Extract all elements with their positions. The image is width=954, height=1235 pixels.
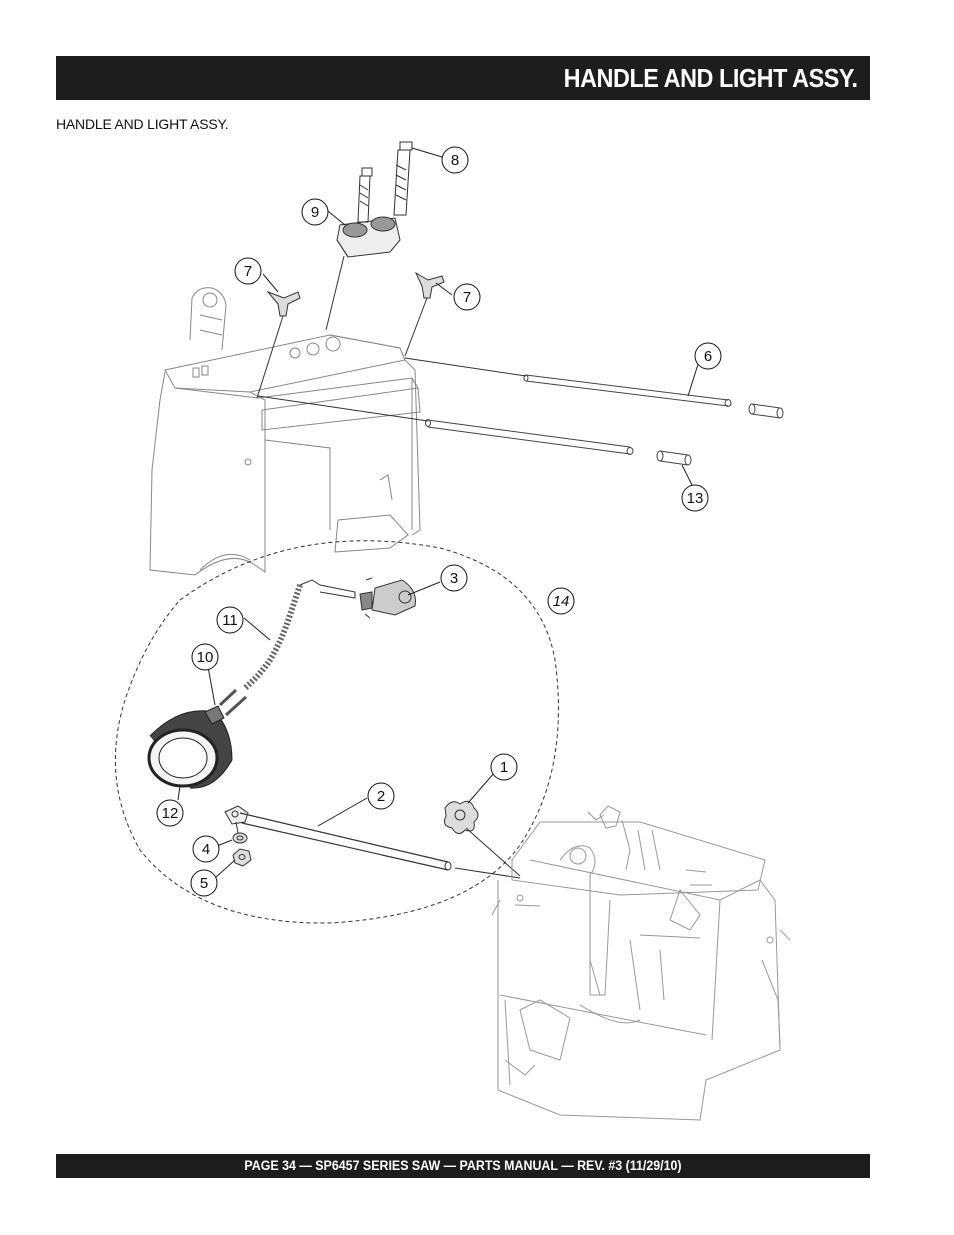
callout-circles [156, 146, 722, 897]
callout-circle-3 [440, 564, 468, 592]
handle-bar [224, 805, 452, 871]
callout-circle-8 [441, 146, 469, 174]
callout-circle-1 [490, 753, 518, 781]
coiled-cord [218, 577, 416, 717]
callout-circle-6 [694, 342, 722, 370]
callout-circle-7b [453, 283, 481, 311]
callout-6: 6 [704, 348, 712, 365]
callout-circle-9 [301, 198, 329, 226]
callout-7b: 7 [463, 289, 471, 306]
callout-circle-2 [367, 782, 395, 810]
section-subtitle: HANDLE AND LIGHT ASSY. [56, 116, 229, 132]
handle-rods [257, 357, 784, 466]
star-knob [444, 800, 521, 879]
callout-4: 4 [202, 841, 210, 858]
callout-1: 1 [500, 759, 508, 776]
page-header-bar: HANDLE AND LIGHT ASSY. [56, 56, 870, 100]
callout-7a: 7 [244, 263, 252, 280]
callout-circle-11 [216, 606, 244, 634]
callout-2: 2 [377, 788, 385, 805]
callout-11: 11 [222, 612, 238, 629]
t-knobs [256, 271, 445, 399]
callout-circle-4 [192, 835, 220, 863]
callout-circle-7a [234, 257, 262, 285]
callout-leaders [177, 147, 701, 879]
callout-8: 8 [451, 152, 459, 169]
callout-12: 12 [162, 805, 179, 822]
callout-14: 14 [553, 593, 570, 610]
upper-handle-frame [149, 287, 421, 576]
callout-3: 3 [450, 570, 458, 587]
callout-10: 10 [197, 649, 214, 666]
callout-circle-13 [681, 484, 709, 512]
callout-circle-5 [190, 869, 218, 897]
lamp [147, 705, 233, 789]
callout-5: 5 [200, 875, 208, 892]
saw-frame [491, 805, 791, 1121]
callout-circle-12 [156, 799, 184, 827]
grip-block [325, 141, 413, 331]
assembly-boundary [114, 540, 559, 924]
page-title: HANDLE AND LIGHT ASSY. [564, 63, 858, 93]
callout-circle-14 [547, 587, 575, 615]
page-footer-bar: PAGE 34 — SP6457 SERIES SAW — PARTS MANU… [56, 1154, 870, 1178]
callout-circle-10 [191, 643, 219, 671]
callout-9: 9 [311, 204, 319, 221]
callout-13: 13 [687, 490, 704, 507]
page-footer-text: PAGE 34 — SP6457 SERIES SAW — PARTS MANU… [244, 1158, 682, 1173]
